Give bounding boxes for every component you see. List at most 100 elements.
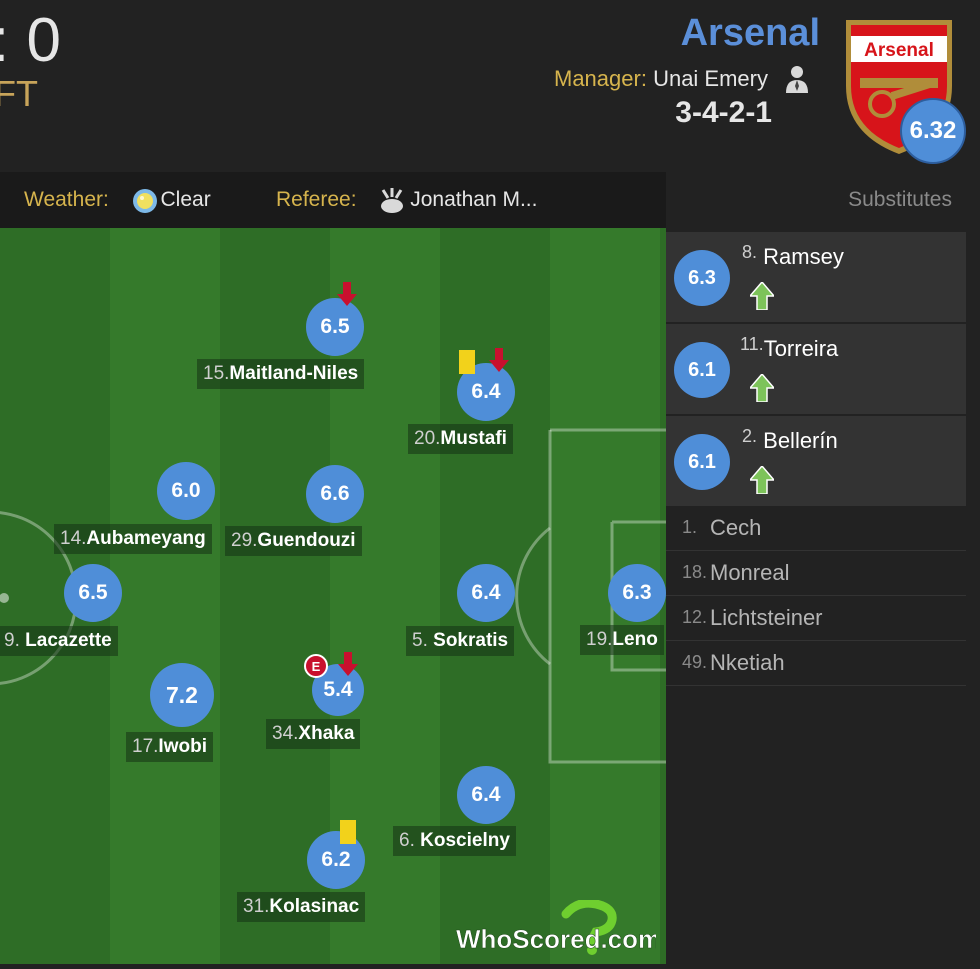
player-name: Iwobi <box>158 736 207 757</box>
player-number: 49. <box>682 652 708 672</box>
player-number: 19. <box>586 629 613 650</box>
team-name[interactable]: Arsenal <box>680 12 820 54</box>
player-name: Kolasinac <box>269 896 360 917</box>
player-rating: 6.4 <box>457 564 515 622</box>
player-name: Leno <box>612 629 658 650</box>
weather-sun-icon <box>133 189 157 213</box>
pitch-stripe <box>110 228 220 964</box>
player-name: Cech <box>710 515 762 540</box>
whoscored-text: WhoScored.com <box>456 924 656 954</box>
substitute-name: 11.Torreira <box>740 334 839 361</box>
manager-icon <box>786 66 808 93</box>
sub-in-arrow-icon <box>750 374 774 402</box>
player-name-label: 19.Leno <box>580 625 664 655</box>
sub-in-arrow-icon <box>750 282 774 310</box>
player-name-label: 14.Aubameyang <box>54 524 212 554</box>
player-name: Guendouzi <box>257 530 356 551</box>
player-number: 29. <box>231 530 258 551</box>
sub-off-arrow-icon <box>338 652 358 676</box>
match-header: : 0 FT Arsenal Manager: Unai Emery 3-4-2… <box>0 0 980 172</box>
player-number: 12. <box>682 607 708 627</box>
player-rating: 6.3 <box>608 564 666 622</box>
weather-label: Weather: <box>24 188 109 211</box>
player-name: Monreal <box>710 560 790 585</box>
player-number: 5. <box>412 630 428 651</box>
team-rating: 6.32 <box>900 98 966 164</box>
player-rating: 6.1 <box>674 434 730 490</box>
score: : 0 <box>0 6 61 75</box>
player-rating: 6.5 <box>64 564 122 622</box>
substitute-name: 2. Bellerín <box>742 426 838 453</box>
player-name-label: 9. Lacazette <box>0 626 118 656</box>
whoscored-logo: WhoScored.com <box>456 900 656 955</box>
player-name: Maitland-Niles <box>229 363 359 384</box>
sub-in-arrow-icon <box>750 466 774 494</box>
referee-label: Referee: <box>276 188 357 211</box>
manager-label: Manager: <box>554 66 647 91</box>
player-name-label: 29.Guendouzi <box>225 526 362 556</box>
player-rating: 6.4 <box>457 766 515 824</box>
formation: 3-4-2-1 <box>675 96 772 129</box>
player-name: Lichtsteiner <box>710 605 823 630</box>
substitutes-title: Substitutes <box>848 188 952 211</box>
player-rating: 6.3 <box>674 250 730 306</box>
weather-info: Weather: Clear <box>24 188 211 212</box>
player-number: 31. <box>243 896 270 917</box>
player-rating: 5.4 <box>312 664 364 716</box>
substitute-row[interactable]: 6.1 2. Bellerín <box>666 416 966 507</box>
player-rating: 6.1 <box>674 342 730 398</box>
bench-player-row[interactable]: 18. Monreal <box>666 551 966 596</box>
sub-off-arrow-icon <box>337 282 357 306</box>
bench-player-row[interactable]: 12. Lichtsteiner <box>666 596 966 641</box>
player-number: 15. <box>203 363 230 384</box>
yellow-card-icon <box>340 820 356 844</box>
player-name-label: 15.Maitland-Niles <box>197 359 365 389</box>
player-rating: 6.6 <box>306 465 364 523</box>
player-name: Xhaka <box>298 723 355 744</box>
bench-player-row[interactable]: 49. Nketiah <box>666 641 966 686</box>
player-number: 18. <box>682 562 708 582</box>
player-name: Aubameyang <box>86 528 206 549</box>
crest-text: Arsenal <box>864 40 934 61</box>
substitute-row[interactable]: 6.3 8. Ramsey <box>666 232 966 323</box>
goal-event-icon: E <box>304 654 328 678</box>
player-name: Nketiah <box>710 650 785 675</box>
player-name-label: 6. Koscielny <box>393 826 516 856</box>
player-name: Lacazette <box>25 630 112 651</box>
player-name-label: 5. Sokratis <box>406 626 515 656</box>
player-name-label: 34.Xhaka <box>266 719 361 749</box>
substitute-name: 8. Ramsey <box>742 242 844 269</box>
bench-player-row[interactable]: 1. Cech <box>666 506 966 551</box>
manager-name[interactable]: Unai Emery <box>653 66 768 91</box>
sub-off-arrow-icon <box>489 348 509 372</box>
player-number: 1. <box>682 517 698 537</box>
yellow-card-icon <box>459 350 475 374</box>
player-number: 20. <box>414 428 441 449</box>
player-rating: 6.2 <box>307 831 365 889</box>
player-rating: 7.2 <box>150 663 214 727</box>
player-number: 6. <box>399 830 415 851</box>
player-name: Mustafi <box>440 428 507 449</box>
player-number: 9. <box>4 630 20 651</box>
match-status: FT <box>0 73 38 114</box>
player-rating: 6.5 <box>306 298 364 356</box>
player-name-label: 31.Kolasinac <box>237 892 366 922</box>
player-name: Sokratis <box>433 630 509 651</box>
event-letter: E <box>312 659 321 674</box>
match-info-bar: Weather: Clear Referee: Jonathan M... <box>0 172 666 228</box>
substitutes-header: Substitutes <box>666 172 980 230</box>
referee-info: Referee: Jonathan M... <box>276 188 537 212</box>
player-number: 17. <box>132 736 159 757</box>
player-name: Koscielny <box>420 830 510 851</box>
player-number: 14. <box>60 528 87 549</box>
player-rating: 6.0 <box>157 462 215 520</box>
substitute-row[interactable]: 6.1 11.Torreira <box>666 324 966 415</box>
pitch-stripe <box>220 228 330 964</box>
player-number: 34. <box>272 723 299 744</box>
weather-value: Clear <box>160 188 211 211</box>
player-name-label: 17.Iwobi <box>126 732 213 762</box>
referee-whistle-icon <box>381 188 403 213</box>
referee-value[interactable]: Jonathan M... <box>410 188 538 211</box>
manager-info: Manager: Unai Emery <box>554 66 768 92</box>
player-name-label: 20.Mustafi <box>408 424 513 454</box>
